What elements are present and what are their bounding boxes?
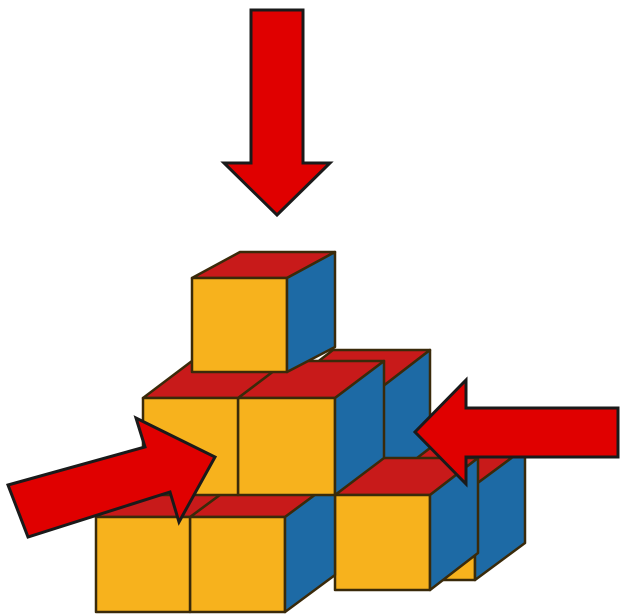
cube-front-face — [192, 278, 287, 372]
arrow-down-icon — [224, 10, 330, 215]
cube-front-face — [238, 398, 335, 495]
cube-front-face — [190, 517, 285, 612]
cube-front-face — [335, 495, 430, 590]
cube-top — [192, 252, 335, 372]
cube-front-face — [96, 517, 190, 612]
